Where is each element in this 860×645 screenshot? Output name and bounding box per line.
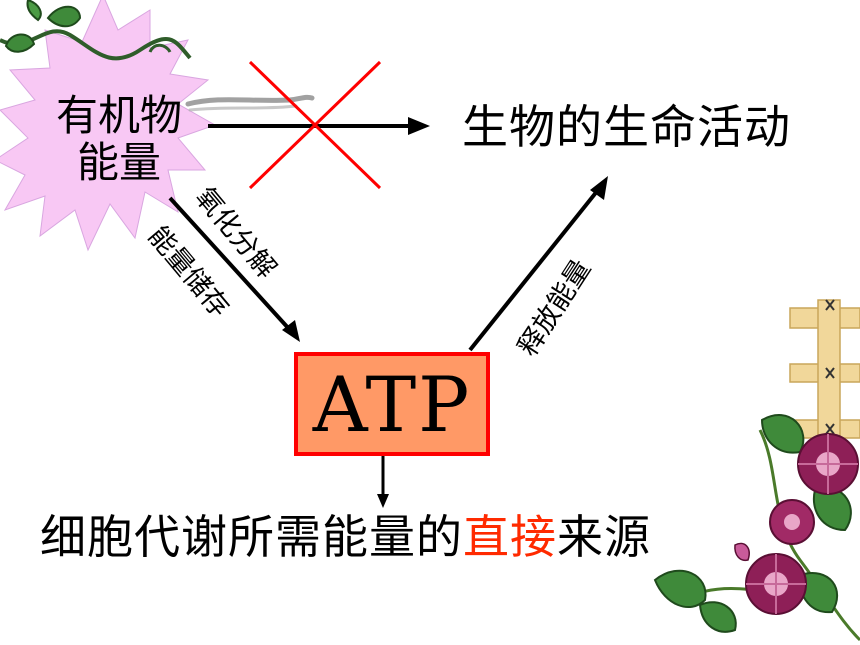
bottom-suffix: 来源 [557, 510, 651, 564]
source-line-2: 能量 [76, 138, 161, 188]
bottom-statement: 细胞代谢所需能量的直接来源 [40, 514, 651, 560]
vine-leaves-icon [0, 0, 192, 61]
atp-node: ATP [294, 352, 490, 456]
source-node-organic-energy: 有机物 能量 [44, 92, 194, 186]
arrow-source-to-atp [168, 196, 300, 342]
atp-label: ATP [312, 359, 472, 449]
smoke-streak [185, 94, 315, 112]
target-node-life-activities: 生物的生命活动 [462, 100, 791, 154]
starburst-shape [0, 0, 217, 252]
morning-glory-trellis-icon [653, 299, 860, 642]
source-line-1: 有机物 [55, 91, 182, 140]
bottom-prefix: 细胞代谢所需能量的 [40, 510, 463, 564]
bottom-highlight: 直接 [463, 510, 557, 564]
arrow-atp-to-bottom [377, 456, 389, 508]
arrow-atp-to-target [468, 176, 608, 352]
red-cross-mark [248, 60, 382, 190]
